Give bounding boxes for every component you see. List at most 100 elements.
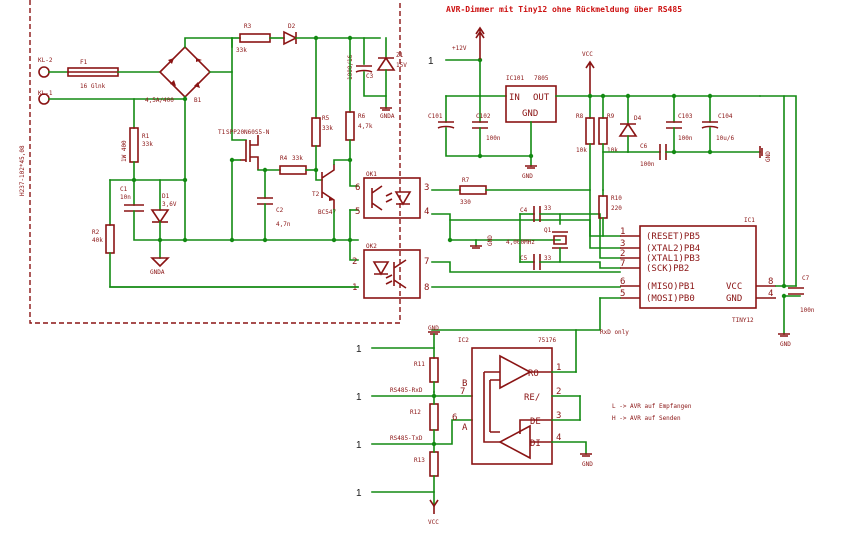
tiny12-pin-number: 8	[768, 277, 773, 287]
f1-label: F1	[80, 59, 88, 66]
receiver-buffer	[499, 354, 532, 390]
tiny12-pin-name: (XTAL1)PB3	[646, 254, 700, 264]
gnda-label: GNDA	[150, 269, 165, 276]
capacitor-c5	[533, 254, 541, 270]
c104-value: 10u/6	[716, 135, 734, 142]
capacitor-c102	[472, 121, 488, 129]
rs-pin-3: 1	[356, 440, 362, 451]
capacitor-c7	[788, 287, 804, 295]
tiny12-pin-number: 7	[620, 259, 625, 269]
c103-value: 100n	[678, 135, 693, 142]
resistor-r5	[311, 117, 321, 147]
tiny12-pin-name: VCC	[726, 282, 742, 292]
gnd-reg-symbol	[525, 165, 537, 169]
gnd-q-symbol	[470, 245, 482, 249]
r6-label: R6	[358, 113, 366, 120]
tiny12-pin-number: 6	[620, 277, 625, 287]
transistor-t2	[321, 164, 335, 210]
tiny12-pin-name: (XTAL2)PB4	[646, 244, 700, 254]
capacitor-c6	[659, 144, 667, 160]
ic2-pin1: 1	[556, 363, 561, 373]
resistor-r7	[459, 185, 487, 195]
z1-value: 15V	[396, 62, 407, 69]
tiny12-pin-number: 4	[768, 289, 773, 299]
ic2-pin7: 7	[460, 387, 465, 397]
gnd-ic2-label: GND	[582, 461, 593, 468]
c3-label: C3	[366, 73, 374, 80]
r8-label: R8	[576, 113, 584, 120]
rs-pin-2: 1	[356, 392, 362, 403]
note-h: H -> AVR auf Senden	[612, 415, 681, 422]
ic-75176	[471, 347, 553, 465]
ic2-di-label: DI	[530, 439, 541, 449]
j12v-label: +12V	[452, 45, 467, 52]
gnd-top-rs-label: GND	[428, 325, 439, 332]
f1-value: 16 Glnk	[80, 83, 106, 90]
diode-d2	[283, 30, 298, 46]
r1-value: 33k	[142, 141, 153, 148]
gnd-r-symbol	[759, 146, 763, 158]
ic1-label: IC1	[744, 217, 755, 224]
gnda2-label: GNDA	[380, 113, 395, 120]
ok1-pin5: 5	[355, 207, 360, 217]
ic2-pin4: 4	[556, 433, 561, 443]
c102-label: C102	[476, 113, 491, 120]
r4-value: 33k	[292, 155, 303, 162]
capacitor-c101	[437, 121, 455, 129]
ic101-label: IC101	[506, 75, 524, 82]
note-l: L -> AVR auf Empfangen	[612, 403, 692, 410]
ic101-value: 7805	[534, 75, 549, 82]
c1-label: C1	[120, 186, 128, 193]
resistor-r9	[598, 117, 608, 145]
ok1-label: OK1	[366, 171, 377, 178]
rs-pin-1: 1	[356, 344, 362, 355]
vcc-top-symbol	[585, 60, 595, 96]
q1-label: Q1	[544, 227, 552, 234]
ok2-label: OK2	[366, 243, 377, 250]
tiny12-pin-number: 3	[620, 239, 625, 249]
c2-value: 4,7n	[276, 221, 291, 228]
r5-value: 33k	[322, 125, 333, 132]
r7-value: 330	[460, 199, 471, 206]
r5-label: R5	[322, 115, 330, 122]
t1-label: T1	[218, 129, 226, 136]
t2-label: T2	[312, 191, 320, 198]
c104-label: C104	[718, 113, 733, 120]
r10-value: 220	[611, 205, 622, 212]
ic2-label: IC2	[458, 337, 469, 344]
r3-value: 33k	[236, 47, 247, 54]
resistor-r4	[279, 165, 307, 175]
tiny12-pin-name: (RESET)PB5	[646, 232, 700, 242]
ic2-pin2: 2	[556, 387, 561, 397]
tiny12-pin-number: 1	[620, 227, 625, 237]
r1-note: 1W 400	[121, 140, 128, 162]
r1-label: R1	[142, 133, 150, 140]
gnd-r-label: GND	[765, 151, 772, 162]
r9-label: R9	[607, 113, 615, 120]
schematic-title: AVR-Dimmer mit Tiny12 ohne Rückmeldung ü…	[446, 4, 682, 14]
c5-label: C5	[520, 255, 528, 262]
r12-label: R12	[410, 409, 421, 416]
resistor-r8	[585, 117, 595, 145]
c6-value: 100n	[640, 161, 655, 168]
c1-value: 10n	[120, 194, 131, 201]
t1-value: SPP20N60S5-N	[226, 129, 270, 136]
isolation-boundary	[29, 0, 401, 324]
ok2-pin8: 8	[424, 283, 429, 293]
c4-value: 33	[544, 205, 552, 212]
rxd-only-note: RxD only	[600, 329, 629, 336]
bridge-rectifier-b1	[158, 45, 212, 99]
ok2-pin1: 1	[352, 283, 357, 293]
r2-label: R2	[92, 229, 100, 236]
vcc-bottom-symbol	[429, 499, 439, 514]
resistor-r6	[345, 111, 355, 141]
capacitor-c2	[257, 197, 273, 205]
d1-label: D1	[162, 193, 170, 200]
ic2-de-label: DE	[530, 417, 541, 427]
r4-label: R4	[280, 155, 288, 162]
gnd-c7-label: GND	[780, 341, 791, 348]
r11-label: R11	[414, 361, 425, 368]
